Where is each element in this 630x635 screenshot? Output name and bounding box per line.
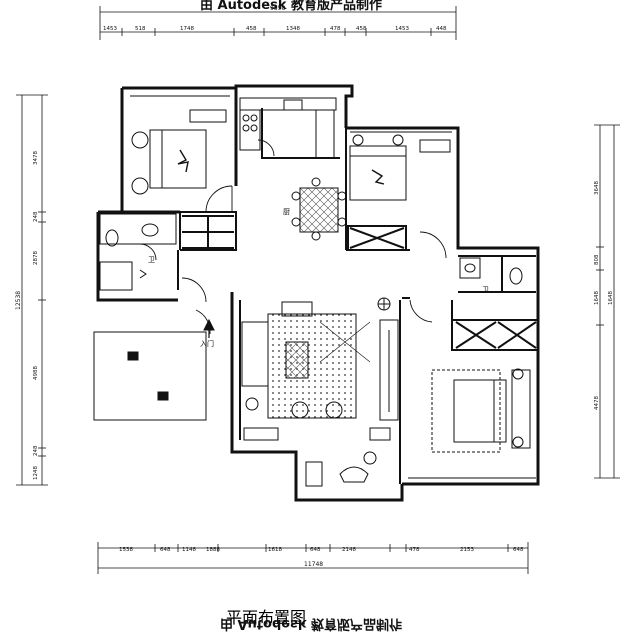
- top-dim-seg: 478: [330, 26, 341, 32]
- top-dim-seg: 1453: [103, 26, 117, 32]
- top-dimension-line: [99, 6, 457, 40]
- left-dim-overall: 12538: [15, 291, 22, 310]
- watermark-bottom: 由 Autodesk 教育版产品制作: [220, 616, 403, 631]
- interior-walls: [122, 108, 539, 484]
- bottom-dim-seg: 648: [160, 547, 171, 553]
- kitchen-furniture: [239, 97, 347, 241]
- top-dim-seg: 1748: [180, 26, 194, 32]
- outside-block: [93, 331, 207, 421]
- living-room-furniture: [241, 297, 399, 487]
- bath-left-fixtures: [99, 213, 177, 291]
- bedroom-3-furniture: [408, 368, 536, 479]
- right-dim-seg: 3648: [594, 181, 600, 195]
- entrance-arrow-icon: [203, 318, 215, 338]
- entrance-label: 入门: [200, 339, 214, 348]
- top-dim-seg: 458: [356, 26, 367, 32]
- left-dim-seg: 3478: [33, 151, 39, 165]
- watermark-top: 由 Autodesk 教育版产品制作: [200, 0, 383, 13]
- bottom-dim-overall: 11748: [304, 561, 323, 568]
- bottom-dim-seg: 1538: [119, 547, 133, 553]
- bottom-dim-seg: 478: [409, 547, 420, 553]
- bath-right-fixtures: [459, 257, 523, 285]
- plan-title: 平面布置图: [226, 608, 307, 627]
- bath-left-label: 卫: [148, 256, 155, 264]
- top-dim-seg: 1453: [395, 26, 409, 32]
- left-dim-seg: 2878: [33, 251, 39, 265]
- left-dim-seg: 248: [33, 445, 39, 456]
- left-dimension-line: [16, 94, 48, 486]
- bottom-dim-seg: 1148: [182, 547, 196, 553]
- right-dim-seg: 4478: [594, 396, 600, 410]
- bottom-dim-seg: 2153: [460, 547, 474, 553]
- top-dim-seg: 458: [246, 26, 257, 32]
- right-dim-seg: 1648: [594, 291, 600, 305]
- bottom-dim-seg: 2148: [342, 547, 356, 553]
- bottom-dim-seg: 1888: [206, 547, 220, 553]
- top-dim-seg: 448: [436, 26, 447, 32]
- bath-right-label: 卫: [482, 286, 489, 294]
- left-dim-seg: 1248: [33, 466, 39, 480]
- top-dim-seg: 518: [135, 26, 146, 32]
- doors: [139, 139, 447, 335]
- right-dim-seg: 808: [594, 254, 600, 265]
- bottom-dim-seg: 1618: [268, 547, 282, 553]
- bottom-dim-seg: 648: [310, 547, 321, 553]
- top-dim-overall: 9558: [270, 5, 285, 12]
- bottom-dim-seg: 648: [513, 547, 524, 553]
- bedroom-2-furniture: [349, 131, 452, 201]
- right-dimension-line: [594, 124, 620, 479]
- left-dim-seg: 248: [33, 211, 39, 222]
- top-dim-seg: 1348: [286, 26, 300, 32]
- bottom-dimension-line: [97, 542, 529, 574]
- left-dim-seg: 4988: [33, 366, 39, 380]
- kitchen-label: 厨: [283, 208, 290, 216]
- right-dim-seg: 1648: [608, 291, 614, 305]
- bedroom-1-furniture: [130, 95, 230, 195]
